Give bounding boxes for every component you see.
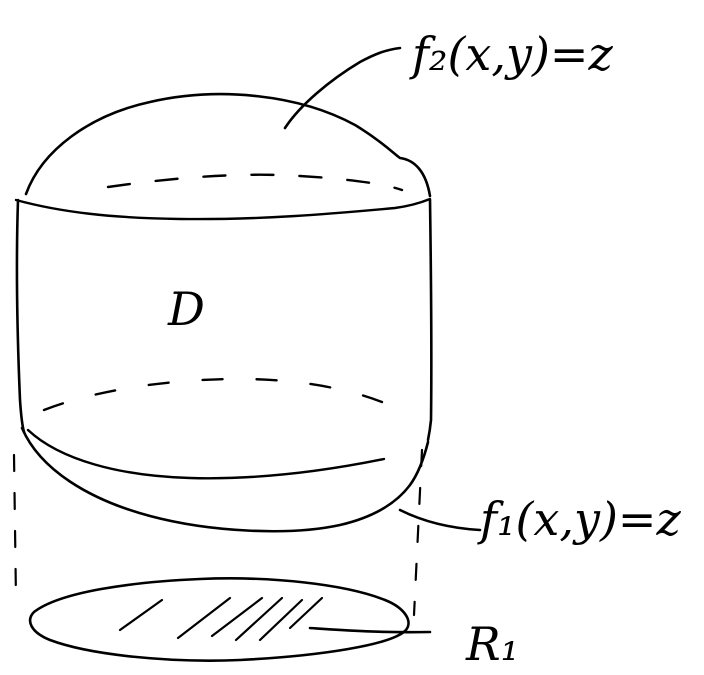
top-surface-label: f₂(x,y)=z: [409, 27, 613, 81]
projection-left-dashed: [12, 453, 18, 602]
top-label-leader: [283, 46, 402, 130]
top-rim-front: [14, 197, 432, 221]
projection-right-dashed: [412, 448, 424, 617]
bottom-surface-inner-curve: [26, 428, 386, 480]
cylinder-right-side: [426, 198, 433, 442]
top-rim-back-dashed: [106, 173, 404, 192]
bottom-surface-label: f₁(x,y)=z: [477, 492, 681, 546]
bottom-label-leader: [398, 508, 482, 532]
bottom-surface-outline: [20, 426, 430, 533]
region-outline: [28, 577, 410, 662]
top-dome-outline: [24, 92, 432, 198]
cylinder-left-side: [15, 198, 26, 434]
region-label-leader: [308, 626, 432, 634]
region-hatching: [118, 596, 324, 642]
region-label: R₁: [465, 617, 519, 671]
bottom-surface-back-dashed: [42, 377, 402, 412]
solid-label: D: [167, 282, 205, 336]
